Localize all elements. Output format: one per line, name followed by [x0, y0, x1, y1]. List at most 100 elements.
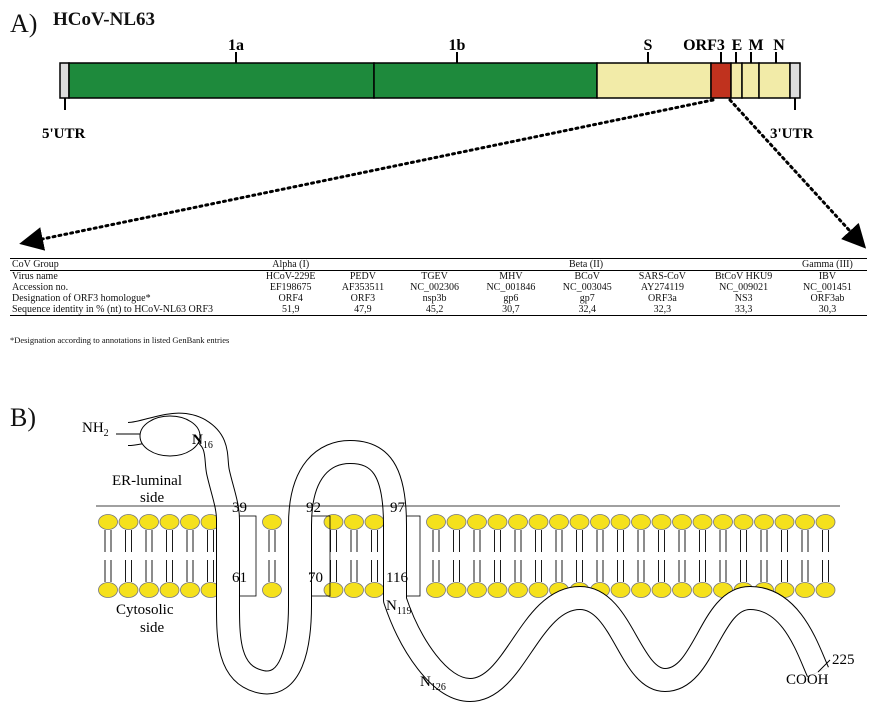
expand-arrow-left — [19, 98, 715, 251]
lipid-head — [713, 514, 733, 530]
genome-map: 1a 1b S ORF3 E M N 5'UTR 3'UTR — [19, 37, 867, 251]
residue-39: 39 — [232, 500, 247, 516]
gene-label-e: E — [732, 37, 743, 54]
table-cell: SARS-CoV — [638, 271, 687, 282]
lipid-head — [651, 582, 672, 598]
orf1b-box — [373, 62, 598, 99]
virus-title: HCoV-NL63 — [53, 9, 156, 30]
row-label: Sequence identity in % (nt) to HCoV-NL63… — [10, 304, 252, 316]
orf3-homologue-table: CoV Group Alpha (I) Beta (II) Gamma (III… — [10, 258, 867, 316]
lipid-head — [528, 582, 549, 598]
table-cell: nsp3b — [422, 293, 447, 304]
lipid-head — [364, 582, 385, 598]
lipid-head — [323, 582, 344, 598]
row-label: Accession no. — [12, 282, 69, 293]
lipid-head — [98, 582, 118, 598]
utr5-label: 5'UTR — [42, 126, 86, 142]
lipid-head — [610, 514, 631, 530]
table-row: Sequence identity in % (nt) to HCoV-NL63… — [10, 304, 867, 316]
group-beta: Beta (II) — [472, 258, 700, 271]
lipid-head — [487, 514, 508, 530]
residue-116: 116 — [386, 570, 408, 586]
table-cell: PEDV — [349, 271, 376, 282]
table-cell: 30,7 — [472, 304, 550, 316]
table-cell: 47,9 — [329, 304, 397, 316]
residue-61: 61 — [232, 570, 247, 586]
cytosolic-side-label: side — [140, 620, 165, 636]
gene-label-1a: 1a — [228, 37, 244, 54]
table-cell: 51,9 — [252, 304, 330, 316]
lipid-head — [344, 514, 364, 530]
lipid-head — [446, 514, 467, 530]
lipid-head — [487, 582, 508, 598]
group-gamma: Gamma (III) — [787, 258, 867, 271]
lipid-head — [795, 582, 815, 598]
residue-92: 92 — [306, 500, 321, 516]
lipid-head — [180, 582, 200, 598]
residue-97: 97 — [390, 500, 406, 516]
row-label: Virus name — [12, 271, 58, 282]
table-cell: NC_001451 — [802, 282, 852, 293]
lipid-head — [692, 582, 713, 598]
gene-label-m: M — [748, 37, 763, 54]
lipid-head — [159, 582, 180, 598]
lipid-head — [139, 582, 159, 598]
lipid-head — [180, 514, 200, 530]
lipid-head — [262, 582, 282, 598]
lipid-head — [815, 514, 836, 530]
table-footnote: *Designation according to annotations in… — [10, 335, 230, 345]
table-row: Accession no. EF198675 AF353511 NC_00230… — [10, 282, 867, 293]
gene-label-orf3: ORF3 — [683, 37, 725, 54]
gene-label-n: N — [773, 37, 785, 54]
lipid-head — [754, 514, 774, 530]
table-cell: ORF3 — [350, 293, 376, 304]
lipid-head — [672, 582, 692, 598]
lipid-head — [139, 514, 159, 530]
table-cell: EF198675 — [269, 282, 312, 293]
lipid-head — [426, 582, 446, 598]
glyco-site-n16: N16 — [192, 432, 213, 451]
n-terminal-lobe — [139, 415, 201, 457]
lipid-head — [651, 514, 672, 530]
lipid-head — [610, 582, 631, 598]
gene-label-1b: 1b — [449, 37, 466, 54]
panel-a-label: A) — [10, 9, 38, 38]
table-cell: 30,3 — [787, 304, 867, 316]
table-cell: ORF3ab — [810, 293, 845, 304]
s-gene-box — [596, 62, 712, 99]
table-cell: 32,3 — [625, 304, 700, 316]
table-header-row: CoV Group Alpha (I) Beta (II) Gamma (III… — [10, 258, 867, 271]
er-luminal-label: ER-luminal — [112, 473, 182, 489]
table-cell: gp7 — [579, 293, 595, 304]
lipid-head — [426, 514, 446, 530]
lipid-head — [262, 514, 282, 530]
gene-label-s: S — [644, 37, 653, 54]
lipid-head — [98, 514, 118, 530]
table-cell: NS3 — [734, 293, 753, 304]
lipid-head — [672, 514, 692, 530]
table-cell: NC_009021 — [719, 282, 769, 293]
glyco-site-n119: N119 — [386, 598, 411, 617]
lipid-head — [815, 582, 836, 598]
residue-70: 70 — [308, 570, 323, 586]
lipid-head — [446, 582, 467, 598]
table-row: Designation of ORF3 homologue* ORF4 ORF3… — [10, 293, 867, 304]
group-alpha: Alpha (I) — [252, 258, 330, 271]
table-cell: HCoV-229E — [265, 271, 316, 282]
table-cell: 33,3 — [699, 304, 788, 316]
residue-225: 225 — [832, 652, 855, 668]
table-cell: AF353511 — [341, 282, 385, 293]
orf1a-box — [68, 62, 375, 99]
lipid-head — [467, 582, 487, 598]
lipid-head — [508, 514, 528, 530]
table-cell: BCoV — [574, 271, 601, 282]
utr3-label: 3'UTR — [770, 126, 814, 142]
lipid-head — [364, 514, 385, 530]
lipid-head — [631, 582, 651, 598]
lipid-head — [692, 514, 713, 530]
lipid-head — [549, 514, 569, 530]
protein-chain — [116, 412, 829, 702]
table-cell: AY274119 — [640, 282, 684, 293]
table-cell: MHV — [499, 271, 523, 282]
